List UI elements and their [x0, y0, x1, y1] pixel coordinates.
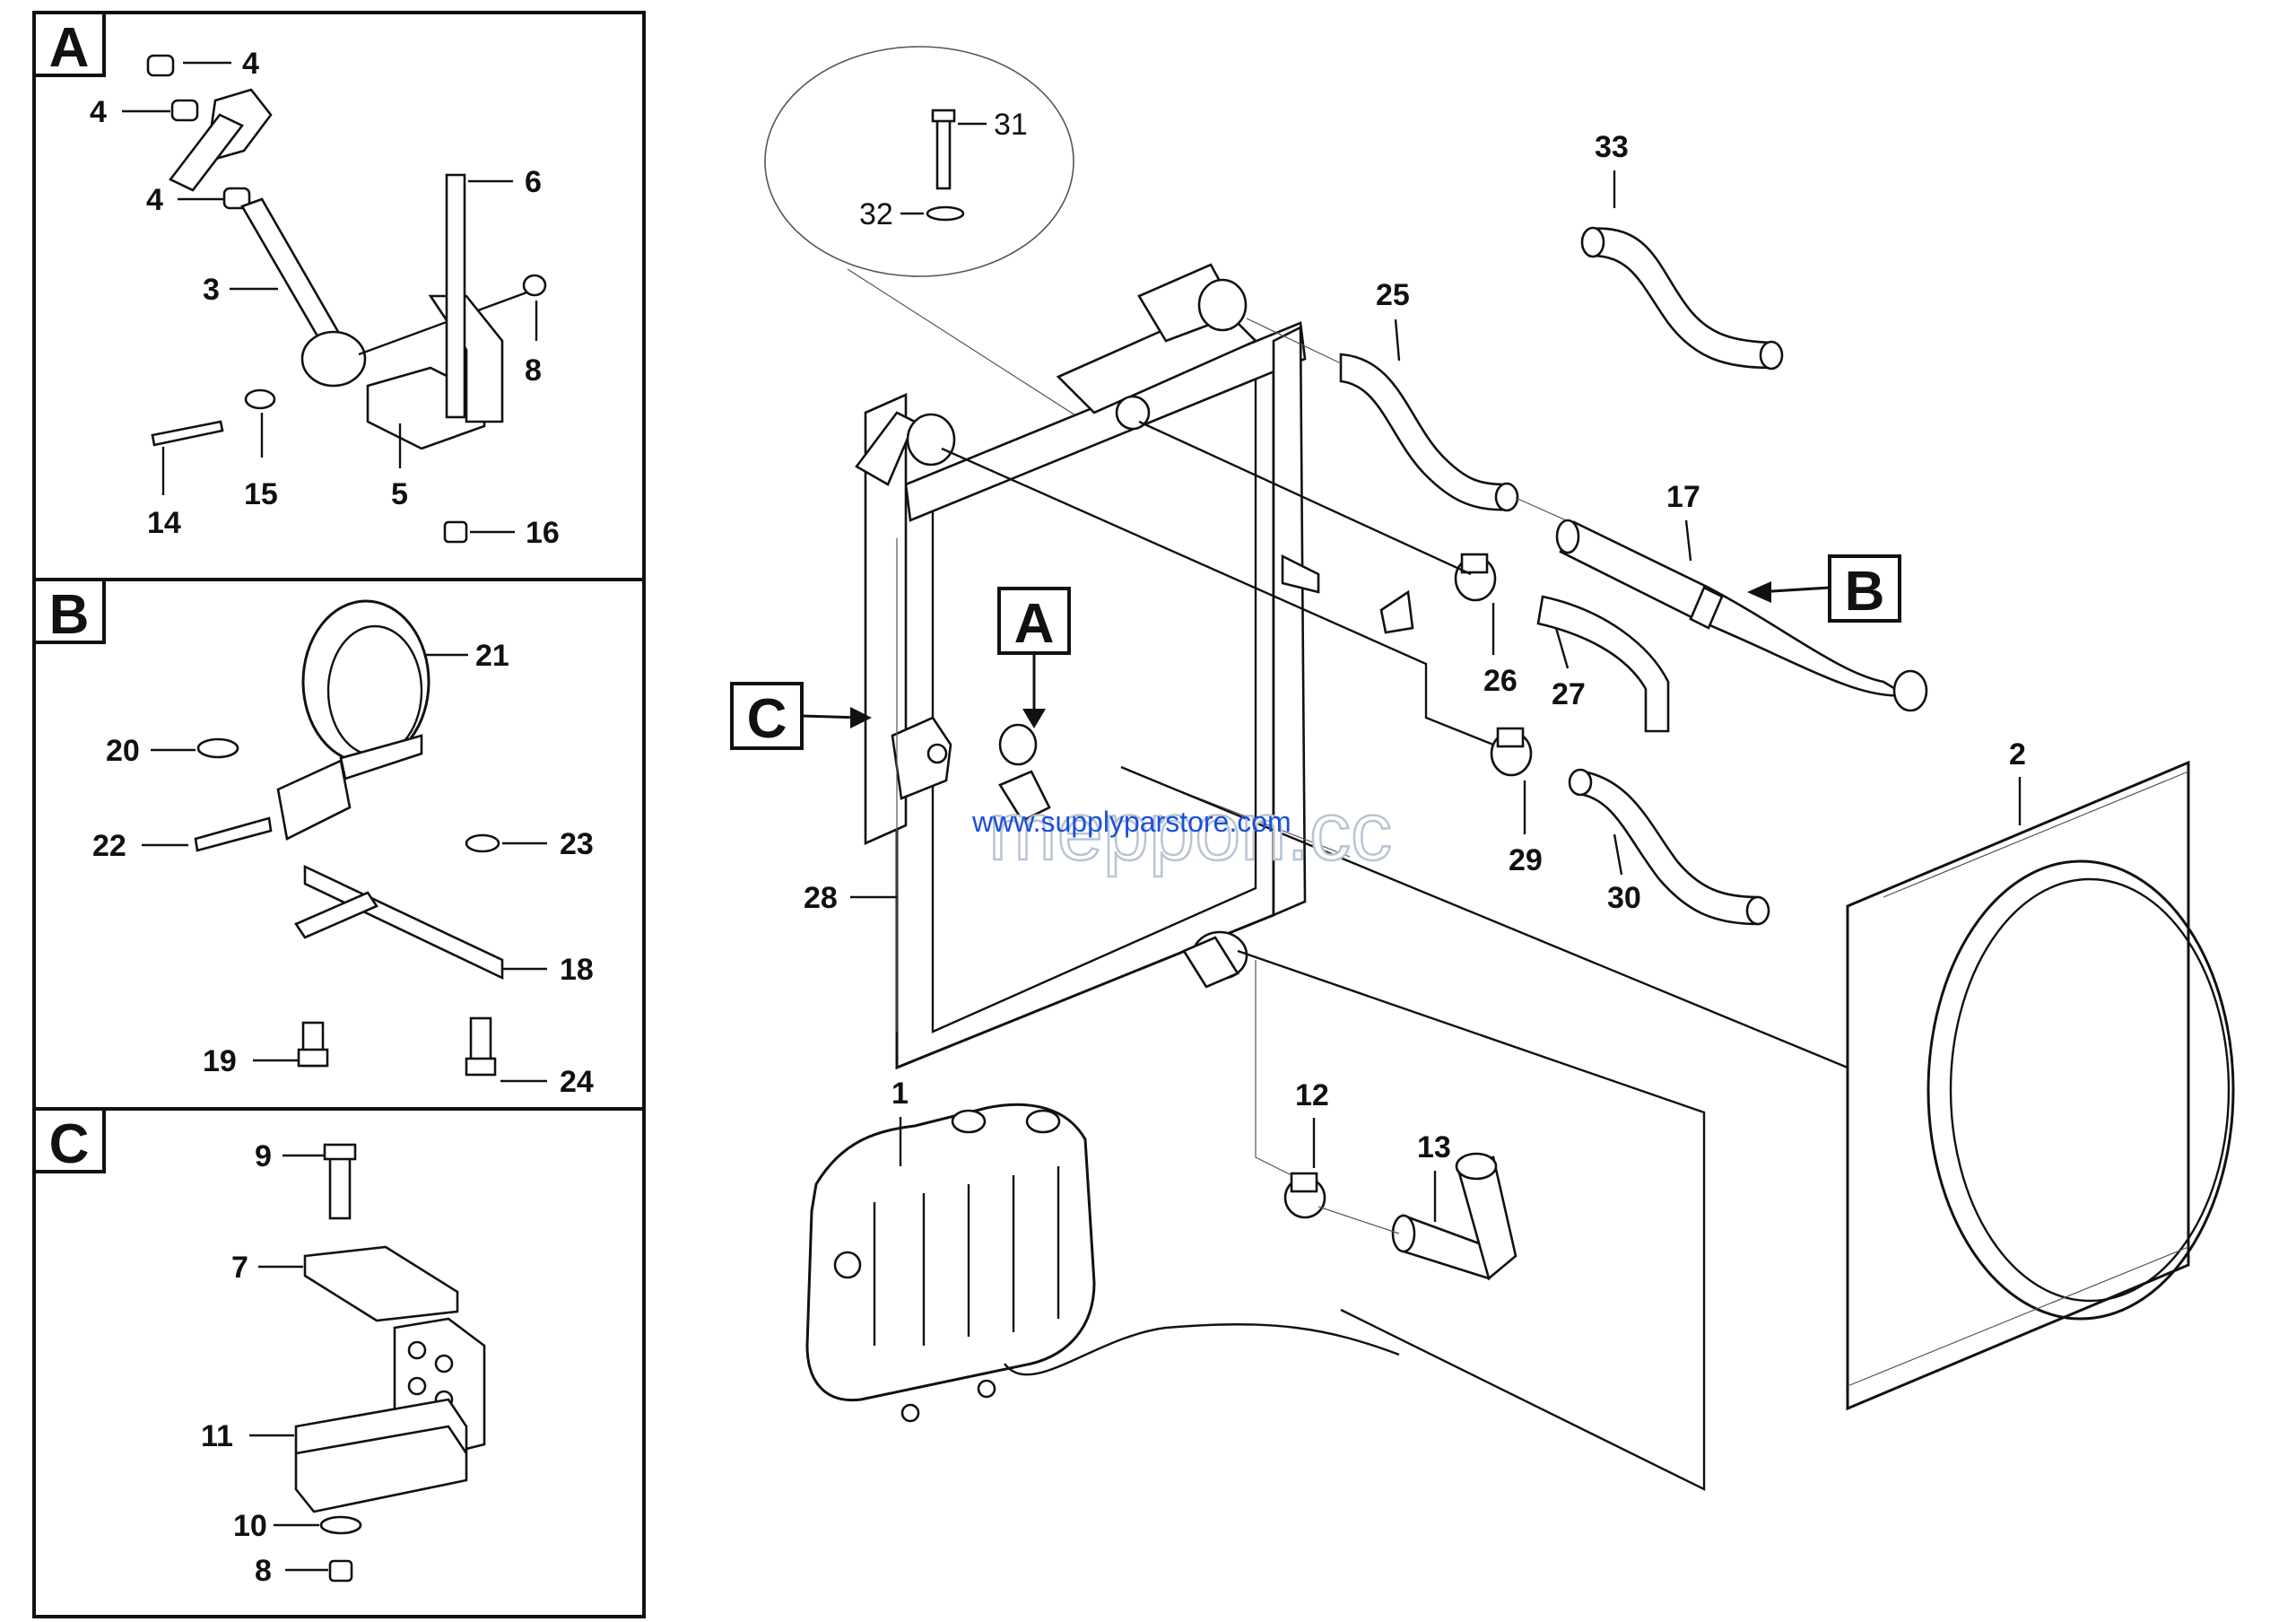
watermark: meppon.cc www.supplyparstore.com — [971, 785, 1393, 879]
detail-circle-31-32: 31 32 — [764, 46, 1086, 423]
label-a-6: 6 — [525, 165, 542, 199]
label-c-8: 8 — [255, 1554, 272, 1588]
inset-letter-c: C — [49, 1113, 90, 1175]
callout-letter-a: A — [1014, 593, 1055, 655]
label-a-4-mid: 4 — [90, 95, 107, 129]
label-32: 32 — [859, 197, 893, 231]
label-17: 17 — [1666, 480, 1700, 514]
label-30: 30 — [1607, 881, 1641, 915]
label-a-4-top: 4 — [242, 47, 259, 81]
label-31: 31 — [994, 108, 1028, 142]
label-27: 27 — [1552, 677, 1586, 711]
label-c-11: 11 — [201, 1419, 233, 1453]
label-29: 29 — [1509, 843, 1543, 877]
watermark-url: www.supplyparstore.com — [971, 806, 1292, 838]
label-c-10: 10 — [233, 1509, 267, 1543]
label-b-23: 23 — [560, 827, 594, 861]
main-labels: 33 25 17 26 27 2 29 30 28 1 12 13 — [804, 130, 2026, 1222]
expansion-tank — [805, 1103, 1400, 1423]
label-a-4-low: 4 — [146, 183, 163, 217]
inset-c: C 9 7 11 10 8 — [32, 1107, 646, 1618]
label-a-8: 8 — [525, 353, 542, 388]
inset-letter-a: A — [49, 17, 90, 79]
label-a-16: 16 — [526, 516, 560, 550]
label-b-22: 22 — [92, 829, 126, 863]
label-1: 1 — [891, 1077, 909, 1111]
callout-letter-b: B — [1845, 561, 1885, 623]
inset-letter-b: B — [49, 584, 90, 646]
label-28: 28 — [804, 881, 838, 915]
label-b-19: 19 — [203, 1044, 237, 1078]
inset-b: B 21 20 22 23 18 19 24 — [32, 578, 646, 1111]
label-c-9: 9 — [255, 1139, 272, 1173]
label-b-24: 24 — [560, 1065, 594, 1099]
label-c-7: 7 — [231, 1251, 248, 1285]
watermark-brand: meppon.cc — [988, 786, 1392, 877]
label-b-20: 20 — [106, 734, 140, 768]
inset-a: A 4 4 4 6 3 8 14 15 5 16 — [32, 11, 646, 581]
label-2: 2 — [2009, 737, 2026, 772]
hoses — [941, 226, 1928, 1491]
label-25: 25 — [1376, 278, 1410, 312]
label-b-21: 21 — [475, 639, 509, 673]
label-a-5: 5 — [391, 477, 408, 511]
radiator — [855, 263, 1414, 1070]
label-a-3: 3 — [203, 273, 220, 307]
label-13: 13 — [1417, 1130, 1451, 1164]
label-33: 33 — [1595, 130, 1629, 164]
label-a-15: 15 — [244, 477, 278, 511]
label-b-18: 18 — [560, 953, 594, 987]
callout-c: C — [730, 682, 872, 750]
callout-b: B — [1747, 554, 1901, 623]
callout-letter-c: C — [747, 688, 787, 750]
callout-a: A — [997, 587, 1071, 728]
label-a-14: 14 — [147, 506, 181, 540]
fan-shroud — [1846, 760, 2235, 1411]
label-26: 26 — [1483, 664, 1518, 698]
label-12: 12 — [1295, 1078, 1329, 1112]
